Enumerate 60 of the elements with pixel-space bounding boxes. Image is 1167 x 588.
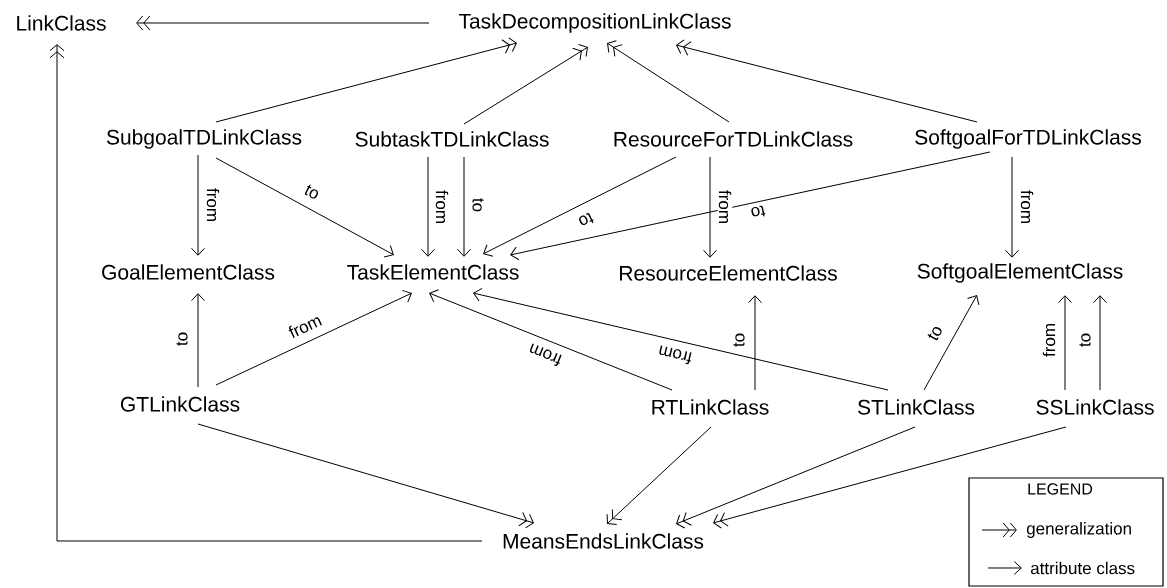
class-name: SSLinkClass bbox=[1036, 399, 1154, 415]
arrow bbox=[1005, 156, 1019, 258]
class-name: TaskElementClass bbox=[347, 264, 519, 280]
arrow bbox=[713, 426, 1067, 529]
edge-label: from bbox=[655, 343, 695, 367]
edge-label: from bbox=[1019, 189, 1035, 225]
arrow bbox=[483, 156, 677, 257]
class-name: SubgoalTDLinkClass bbox=[106, 129, 302, 149]
arrow bbox=[457, 156, 471, 257]
arrow bbox=[421, 156, 435, 257]
arrow bbox=[510, 151, 991, 261]
arrow bbox=[136, 15, 430, 31]
arrow bbox=[703, 156, 717, 258]
class-name: RTLinkClass bbox=[652, 399, 769, 415]
arrow bbox=[606, 426, 712, 526]
class-name: SubtaskTDLinkClass bbox=[355, 131, 549, 147]
arrow bbox=[191, 293, 205, 388]
edge-label: to bbox=[471, 196, 485, 214]
arrow bbox=[676, 39, 978, 123]
class-name: GTLinkClass bbox=[120, 396, 240, 412]
class-name: STLinkClass bbox=[858, 399, 975, 415]
arrow bbox=[191, 154, 205, 256]
arrow bbox=[1093, 295, 1107, 391]
edge-label: to bbox=[1078, 331, 1092, 349]
class-name: SoftgoalElementClass bbox=[917, 263, 1123, 283]
edge-label: to bbox=[575, 210, 597, 230]
edge-label: from bbox=[1041, 322, 1057, 358]
edge-label: from bbox=[525, 341, 565, 369]
arrow bbox=[215, 157, 394, 258]
class-name: GoalElementClass bbox=[102, 264, 275, 280]
class-name: ResourceForTDLinkClass bbox=[614, 131, 853, 147]
arrow bbox=[429, 289, 673, 391]
arrow bbox=[748, 295, 762, 391]
arrow bbox=[49, 44, 483, 542]
edge-label: from bbox=[285, 311, 325, 341]
edge-label: to bbox=[748, 203, 768, 221]
class-name: SoftgoalForTDLinkClass bbox=[915, 129, 1141, 149]
edge-label: to bbox=[301, 182, 323, 202]
arrow bbox=[473, 287, 889, 391]
legend-text: attribute class bbox=[1030, 561, 1135, 575]
edge-label: to bbox=[732, 331, 746, 349]
arrow bbox=[463, 44, 588, 125]
edge-label: from bbox=[205, 187, 221, 223]
class-name: ResourceElementClass bbox=[620, 265, 837, 281]
legend-title: LEGEND bbox=[1028, 483, 1093, 495]
arrow bbox=[215, 289, 412, 386]
arrow bbox=[607, 40, 730, 123]
arrow bbox=[1058, 295, 1072, 391]
class-name: MeansEndsLinkClass bbox=[503, 533, 704, 549]
legend-text: generalization bbox=[1026, 522, 1131, 538]
edge-label: from bbox=[434, 189, 450, 225]
class-name: LinkClass bbox=[17, 15, 106, 31]
arrow bbox=[197, 423, 534, 529]
class-name: TaskDecompositionLinkClass bbox=[458, 13, 731, 33]
edge-label: from bbox=[717, 189, 733, 225]
arrow bbox=[923, 295, 980, 391]
edge-label: to bbox=[175, 330, 189, 348]
arrow bbox=[215, 37, 517, 123]
edge-label: to bbox=[925, 322, 945, 344]
arrow bbox=[676, 426, 916, 529]
